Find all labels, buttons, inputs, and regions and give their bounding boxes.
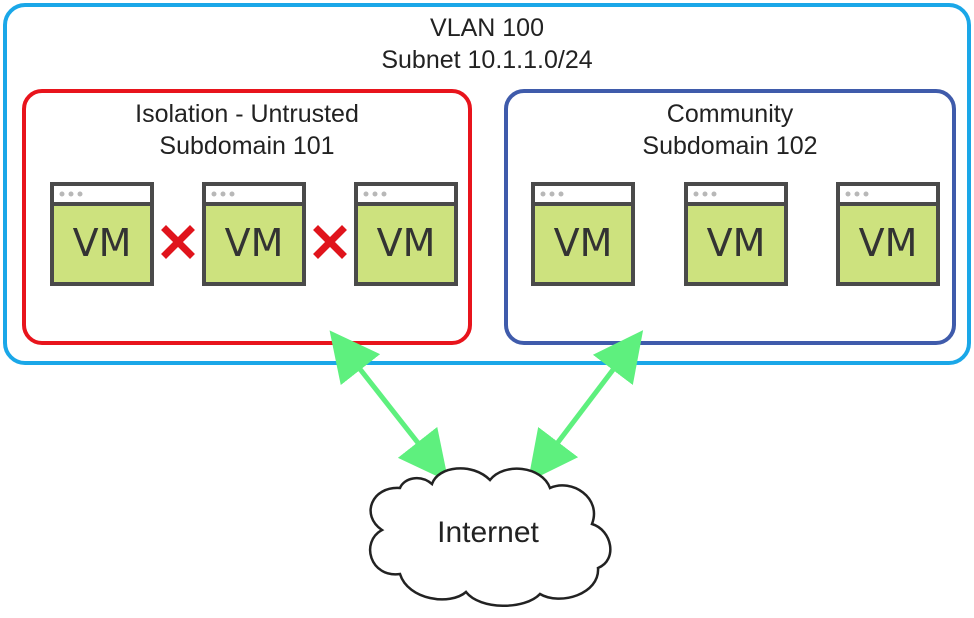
vm-icon: VM [684, 182, 788, 286]
community-border [504, 89, 956, 345]
isolation-border [22, 89, 472, 345]
vm-label: VM [554, 221, 613, 265]
isolation-title: Isolation - Untrusted [135, 100, 359, 128]
vm-label: VM [377, 221, 436, 265]
vm-icon: VM [354, 182, 458, 286]
vlan-container: VLAN 100 Subnet 10.1.1.0/24 [3, 3, 971, 365]
vm-icon: VM [50, 182, 154, 286]
isolation-internet-arrow [329, 330, 449, 482]
x-icon [161, 225, 195, 259]
cloud-icon [368, 467, 612, 607]
cloud-label: Internet [437, 516, 539, 549]
community-internet-arrow [527, 330, 644, 482]
community-subtitle: Subdomain 102 [642, 132, 817, 160]
community-group: Community Subdomain 102 VM VM VM [504, 89, 956, 345]
community-title: Community [667, 100, 794, 128]
isolation-group: Isolation - Untrusted Subdomain 101 VM V… [22, 89, 472, 345]
vm-label: VM [859, 221, 918, 265]
vm-icon: VM [531, 182, 635, 286]
vlan-border [3, 3, 971, 365]
vm-icon: VM [836, 182, 940, 286]
isolation-subtitle: Subdomain 101 [159, 132, 334, 160]
x-icon [313, 225, 347, 259]
internet-cloud: Internet [368, 467, 612, 607]
vlan-title: VLAN 100 [430, 14, 544, 42]
vm-label: VM [73, 221, 132, 265]
vlan-subnet: Subnet 10.1.1.0/24 [381, 46, 592, 74]
vm-label: VM [707, 221, 766, 265]
vm-icon: VM [202, 182, 306, 286]
vm-label: VM [225, 221, 284, 265]
